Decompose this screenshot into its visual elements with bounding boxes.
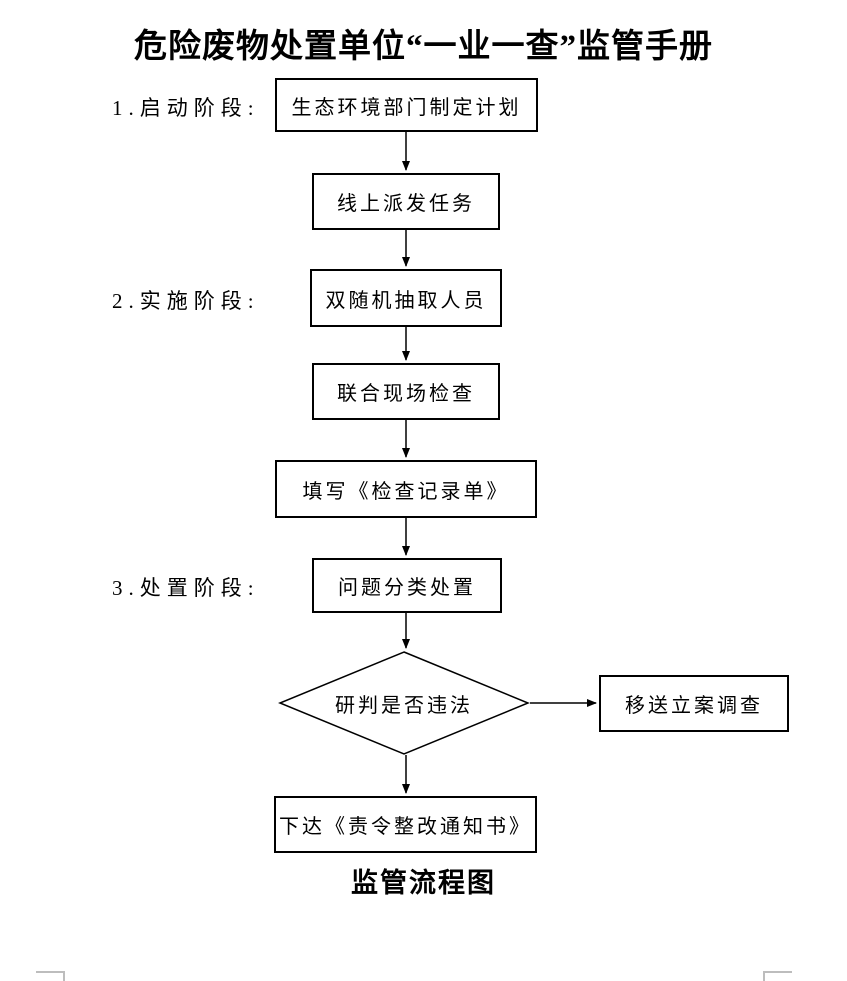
stage-label-dispose: 3.处置阶段: (112, 576, 260, 600)
page-margin-mark-right (763, 971, 792, 981)
node-rectification-notice: 下达《责令整改通知书》 (274, 796, 537, 853)
node-random-sample: 双随机抽取人员 (310, 269, 502, 327)
node-joint-inspection: 联合现场检查 (312, 363, 500, 420)
node-fill-record: 填写《检查记录单》 (275, 460, 537, 518)
figure-caption: 监管流程图 (351, 868, 496, 898)
page-margin-mark-left (36, 971, 65, 981)
node-decision-judge: 研判是否违法 (335, 694, 473, 717)
page-title: 危险废物处置单位“一业一查”监管手册 (134, 29, 713, 65)
node-make-plan: 生态环境部门制定计划 (275, 78, 538, 132)
node-classify-issues: 问题分类处置 (312, 558, 502, 613)
node-transfer-case: 移送立案调查 (599, 675, 789, 732)
stage-label-start: 1.启动阶段: (112, 96, 260, 120)
node-dispatch-task: 线上派发任务 (312, 173, 500, 230)
stage-label-implement: 2.实施阶段: (112, 289, 260, 313)
